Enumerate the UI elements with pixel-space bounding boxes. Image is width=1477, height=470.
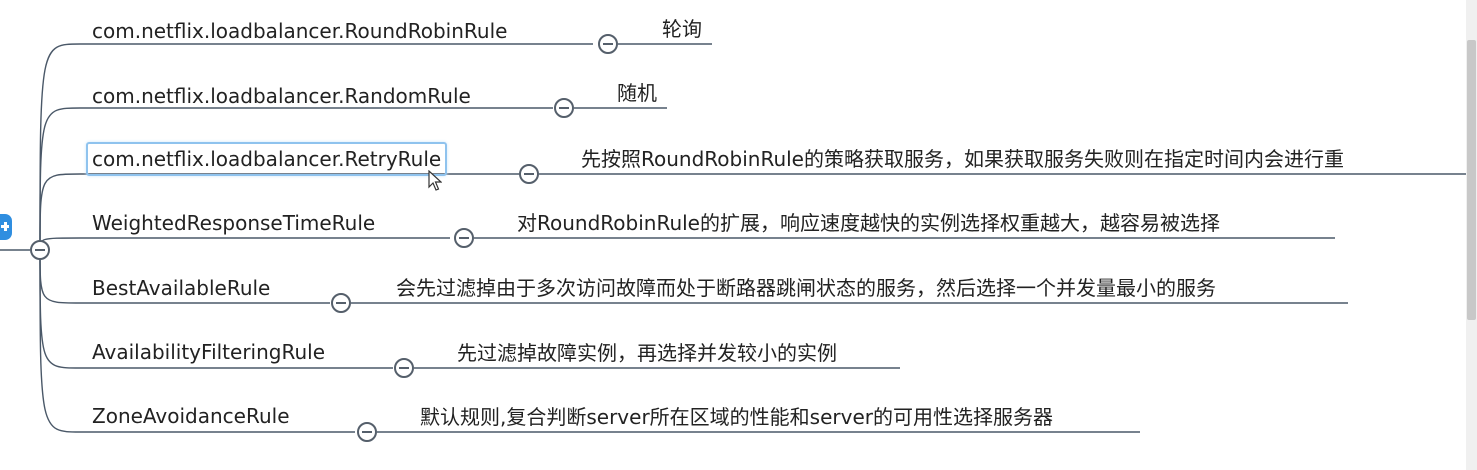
branch-description[interactable]: 随机	[617, 81, 657, 105]
branch-description[interactable]: 默认规则,复合判断server所在区域的性能和server的可用性选择服务器	[420, 405, 1053, 429]
branch-connector	[39, 249, 355, 433]
scrollbar-thumb[interactable]	[1467, 40, 1476, 320]
mouse-pointer-icon	[428, 170, 442, 191]
branch-node-label[interactable]: com.netflix.loadbalancer.RandomRule	[92, 84, 471, 108]
plus-square-icon[interactable]	[0, 214, 12, 240]
branch-connector	[39, 237, 450, 251]
minus-circle-icon[interactable]	[357, 422, 377, 442]
branch-node-label[interactable]: com.netflix.loadbalancer.RoundRobinRule	[92, 19, 508, 43]
minus-circle-icon[interactable]	[394, 358, 414, 378]
minus-circle-icon[interactable]	[598, 34, 618, 54]
branch-connector	[39, 173, 520, 251]
branch-node-label[interactable]: AvailabilityFilteringRule	[92, 340, 326, 364]
branch-description[interactable]: 会先过滤掉由于多次访问故障而处于断路器跳闸状态的服务，然后选择一个并发量最小的服…	[396, 276, 1216, 300]
branch-description[interactable]: 轮询	[662, 17, 702, 41]
branch-node-label[interactable]: ZoneAvoidanceRule	[92, 404, 290, 428]
minus-circle-icon[interactable]	[519, 164, 539, 184]
minus-circle-icon[interactable]	[30, 240, 50, 260]
branch-description[interactable]: 先按照RoundRobinRule的策略获取服务，如果获取服务失败则在指定时间内…	[581, 147, 1344, 171]
branch-description[interactable]: 对RoundRobinRule的扩展，响应速度越快的实例选择权重越大，越容易被选…	[517, 211, 1220, 235]
minus-circle-icon[interactable]	[454, 228, 474, 248]
minus-circle-icon[interactable]	[554, 98, 574, 118]
vertical-scrollbar[interactable]	[1466, 0, 1477, 470]
branch-description[interactable]: 先过滤掉故障实例，再选择并发较小的实例	[457, 341, 837, 365]
branch-connector	[39, 107, 553, 251]
branch-node-label[interactable]: com.netflix.loadbalancer.RetryRule	[86, 142, 448, 176]
branch-node-label[interactable]: WeightedResponseTimeRule	[92, 211, 376, 235]
minus-circle-icon[interactable]	[331, 293, 351, 313]
branch-node-label[interactable]: BestAvailableRule	[92, 276, 271, 300]
